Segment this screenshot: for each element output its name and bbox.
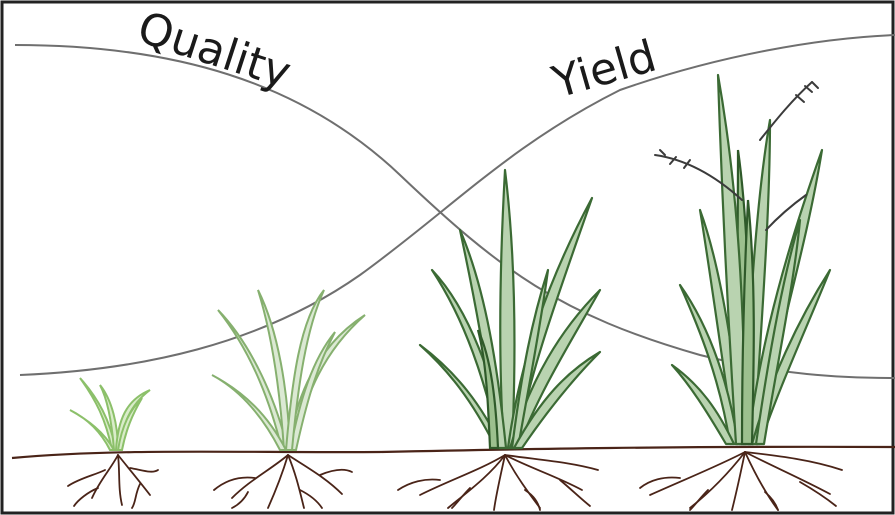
plant-early-seedling <box>68 378 158 508</box>
quality-label: Quality <box>132 2 297 99</box>
plant-young <box>212 290 365 508</box>
plant-early-seedling-roots <box>68 455 158 508</box>
plant-mature-leaves <box>672 75 830 444</box>
plant-tillering-roots <box>398 455 598 510</box>
ground-line <box>12 447 895 458</box>
plant-early-seedling-leaves <box>70 378 150 450</box>
plant-young-leaves <box>212 290 365 450</box>
yield-label: Yield <box>546 31 662 109</box>
plant-mature-roots <box>640 452 842 510</box>
plant-young-roots <box>214 455 352 508</box>
plant-tillering-leaves <box>420 170 600 448</box>
plant-mature <box>640 75 842 510</box>
